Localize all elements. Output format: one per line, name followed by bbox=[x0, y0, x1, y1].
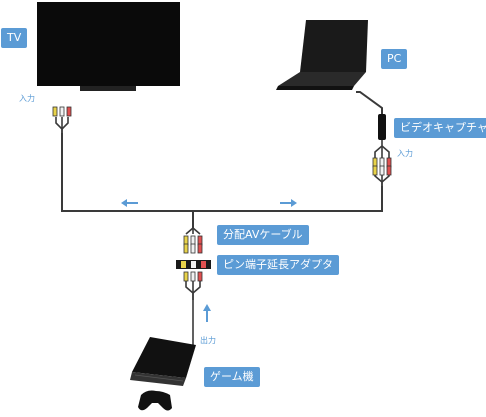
console-label: ゲーム機 bbox=[204, 367, 260, 387]
rca-plug-icon bbox=[183, 243, 203, 254]
rca-plug-icon bbox=[183, 271, 203, 282]
tv-icon bbox=[37, 2, 180, 91]
laptop-icon bbox=[276, 20, 368, 90]
tv-input-label: 入力 bbox=[19, 94, 35, 103]
capture-input-label: 入力 bbox=[397, 149, 413, 158]
pc-label: PC bbox=[381, 49, 408, 69]
adapter-label: ピン端子延長アダプタ bbox=[217, 255, 339, 275]
console-output-cables bbox=[185, 281, 201, 345]
split-cable-label: 分配AVケーブル bbox=[217, 225, 309, 245]
arrow-icon bbox=[280, 199, 297, 207]
pc-usb-cable bbox=[356, 91, 383, 118]
split-cable-fan bbox=[185, 227, 201, 235]
arrow-icon bbox=[203, 304, 211, 322]
console-output-label: 出力 bbox=[200, 336, 216, 345]
arrow-icon bbox=[121, 199, 138, 207]
tv-label: TV bbox=[1, 28, 28, 48]
gamepad-icon bbox=[138, 390, 172, 411]
tv-input-cables bbox=[55, 117, 69, 133]
capture-device-icon bbox=[378, 114, 386, 140]
rca-plug-icon bbox=[372, 165, 392, 176]
game-console-icon bbox=[130, 337, 196, 386]
rca-plug-icon bbox=[52, 106, 72, 117]
adapter-icon bbox=[176, 260, 211, 269]
capture-label: ビデオキャプチャ bbox=[394, 118, 486, 138]
split-cable-line bbox=[61, 133, 383, 212]
